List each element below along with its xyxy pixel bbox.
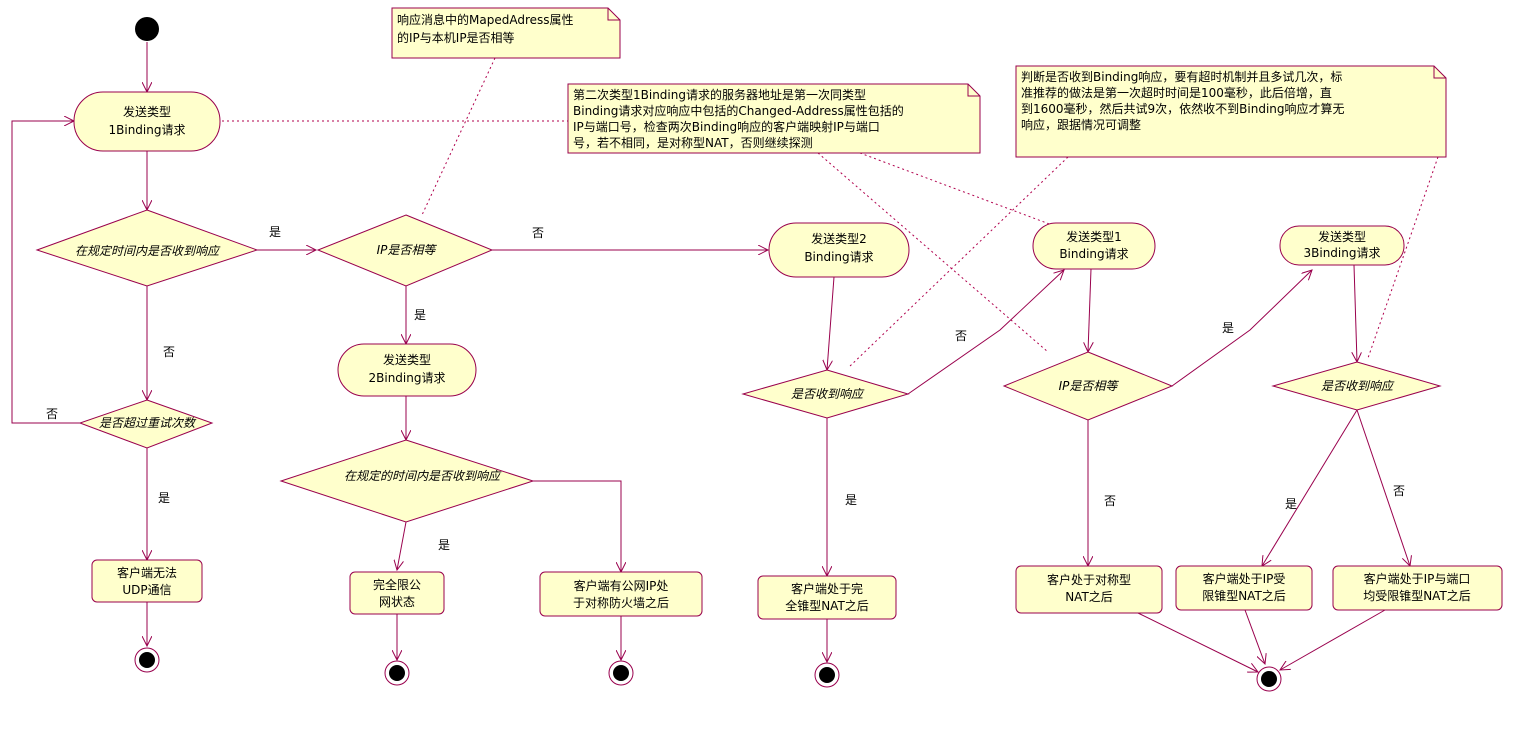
- edge: [11, 121, 80, 424]
- note-line: 响应消息中的MapedAdress属性: [397, 12, 574, 27]
- edge: [1262, 409, 1358, 566]
- action-send-type2-binding: 发送类型 2Binding请求: [337, 343, 477, 397]
- decision-text: IP是否相等: [377, 243, 438, 257]
- note-line: Binding请求对应响应中包括的Changed-Address属性包括的: [573, 103, 904, 118]
- edge: [533, 480, 621, 572]
- result-symmetric-firewall: 客户端有公网IP处 于对称防火墙之后: [539, 571, 703, 617]
- edge: [1354, 264, 1357, 362]
- action-send-type2-binding-alt: 发送类型2 Binding请求: [768, 222, 910, 278]
- action-text: 发送类型: [1318, 229, 1366, 244]
- result-text: 均受限锥型NAT之后: [1363, 589, 1471, 603]
- decision-ip-equal: IP是否相等: [316, 214, 494, 287]
- final-node: [608, 660, 634, 686]
- result-text: 于对称防火墙之后: [573, 595, 669, 610]
- decision-text: 是否收到响应: [1321, 379, 1395, 393]
- decision-text: 是否收到响应: [791, 387, 865, 401]
- edge: [397, 521, 407, 570]
- edge-label-no: 否: [532, 226, 544, 240]
- edge-label-no: 否: [955, 329, 967, 343]
- final-node: [1256, 666, 1282, 692]
- result-symmetric-nat: 客户处于对称型 NAT之后: [1015, 565, 1163, 614]
- result-text: 网状态: [379, 595, 415, 609]
- decision-text: 是否超过重试次数: [99, 416, 197, 430]
- result-text: 客户端处于IP与端口: [1364, 571, 1471, 586]
- action-text: 发送类型2: [811, 231, 867, 246]
- action-text: 1Binding请求: [109, 123, 186, 137]
- note-line: IP与端口号，检查两次Binding响应的客户端映射IP与端口: [573, 119, 880, 134]
- note-timeout: 判断是否收到Binding响应，要有超时机制并且多试几次，标 准推荐的做法是第一…: [847, 65, 1447, 369]
- decision-text: 在规定的时间内是否收到响应: [344, 469, 502, 483]
- edge: [1171, 270, 1312, 387]
- decision-text: IP是否相等: [1059, 379, 1120, 393]
- edge-label-yes: 是: [1285, 497, 1297, 511]
- decision-text: 在规定时间内是否收到响应: [75, 244, 221, 258]
- edge-label-no: 否: [46, 407, 58, 421]
- result-text: 客户端处于完: [791, 581, 863, 596]
- edge-label-no: 否: [163, 345, 175, 359]
- note-line: 判断是否收到Binding响应，要有超时机制并且多试几次，标: [1021, 69, 1342, 84]
- note-line: 第二次类型1Binding请求的服务器地址是第一次同类型: [573, 87, 866, 102]
- final-node: [134, 647, 160, 673]
- edge: [1356, 409, 1410, 566]
- note-line: 响应，跟据情况可调整: [1021, 117, 1141, 132]
- edge-label-no: 否: [1104, 494, 1116, 508]
- edge: [1244, 609, 1265, 664]
- edge-label-yes: 是: [158, 491, 170, 505]
- result-port-restricted-cone-nat: 客户端处于IP与端口 均受限锥型NAT之后: [1332, 565, 1503, 611]
- note-line: 到1600毫秒，然后共试9次，依然收不到Binding响应才算无: [1021, 101, 1345, 116]
- action-send-type3-binding: 发送类型 3Binding请求: [1279, 225, 1405, 266]
- note-line: 的IP与本机IP是否相等: [397, 30, 515, 45]
- decision-response-received: 是否收到响应: [741, 369, 910, 419]
- action-text: 2Binding请求: [369, 371, 446, 385]
- action-text: 发送类型1: [1066, 229, 1122, 244]
- result-text: NAT之后: [1065, 590, 1113, 604]
- edge: [827, 276, 835, 370]
- result-text: 完全限公: [373, 577, 421, 592]
- decision-response-in-time-2: 在规定的时间内是否收到响应: [279, 439, 535, 523]
- result-text: 客户处于对称型: [1047, 572, 1131, 587]
- edges: [11, 42, 1410, 672]
- note-line: 准推荐的做法是第一次超时时间是100毫秒，此后倍增，直: [1021, 85, 1332, 100]
- action-send-type1-binding-second: 发送类型1 Binding请求: [1032, 222, 1156, 270]
- edge-label-yes: 是: [269, 225, 281, 239]
- action-text: 3Binding请求: [1304, 246, 1381, 260]
- initial-node: [135, 17, 159, 41]
- result-restricted-cone-nat: 客户端处于IP受 限锥型NAT之后: [1175, 565, 1313, 611]
- edge: [1280, 609, 1386, 670]
- edge-labels: 是 否 否 是 否 是 是 否 是 是 否 是 否: [46, 225, 1405, 552]
- decision-response-received-2: 是否收到响应: [1271, 361, 1442, 411]
- result-full-cone-nat: 客户端处于完 全锥型NAT之后: [757, 575, 897, 620]
- action-text: Binding请求: [1059, 247, 1128, 261]
- edge: [1088, 268, 1091, 352]
- decision-ip-equal-2: IP是否相等: [1002, 351, 1174, 421]
- action-text: 发送类型: [383, 352, 431, 367]
- result-text: 客户端无法: [117, 565, 177, 580]
- final-node: [814, 662, 840, 688]
- result-open-internet: 完全限公 网状态: [349, 571, 445, 615]
- action-send-type1-binding: 发送类型 1Binding请求: [73, 91, 221, 152]
- note-changed-address: 第二次类型1Binding请求的服务器地址是第一次同类型 Binding请求对应…: [222, 83, 1061, 353]
- edge-label-yes: 是: [845, 493, 857, 507]
- edge-label-yes: 是: [414, 308, 426, 322]
- note-maped-address: 响应消息中的MapedAdress属性 的IP与本机IP是否相等: [391, 7, 621, 216]
- edge-label-yes: 是: [1222, 321, 1234, 335]
- edge-label-no: 否: [1393, 484, 1405, 498]
- result-text: UDP通信: [122, 583, 171, 597]
- edge: [907, 270, 1064, 395]
- result-text: 全锥型NAT之后: [785, 598, 869, 613]
- action-text: Binding请求: [804, 250, 873, 264]
- result-text: 限锥型NAT之后: [1202, 589, 1286, 603]
- action-text: 发送类型: [123, 104, 171, 119]
- decision-retry-exceeded: 是否超过重试次数: [78, 399, 214, 449]
- decision-response-in-time: 在规定时间内是否收到响应: [35, 209, 259, 287]
- note-line: 号，若不相同，是对称型NAT，否则继续探测: [573, 136, 813, 150]
- final-node: [384, 660, 410, 686]
- edge: [1137, 612, 1258, 672]
- result-text: 客户端处于IP受: [1203, 571, 1286, 586]
- result-no-udp: 客户端无法 UDP通信: [91, 559, 203, 603]
- edge-label-yes: 是: [438, 538, 450, 552]
- result-text: 客户端有公网IP处: [574, 578, 669, 593]
